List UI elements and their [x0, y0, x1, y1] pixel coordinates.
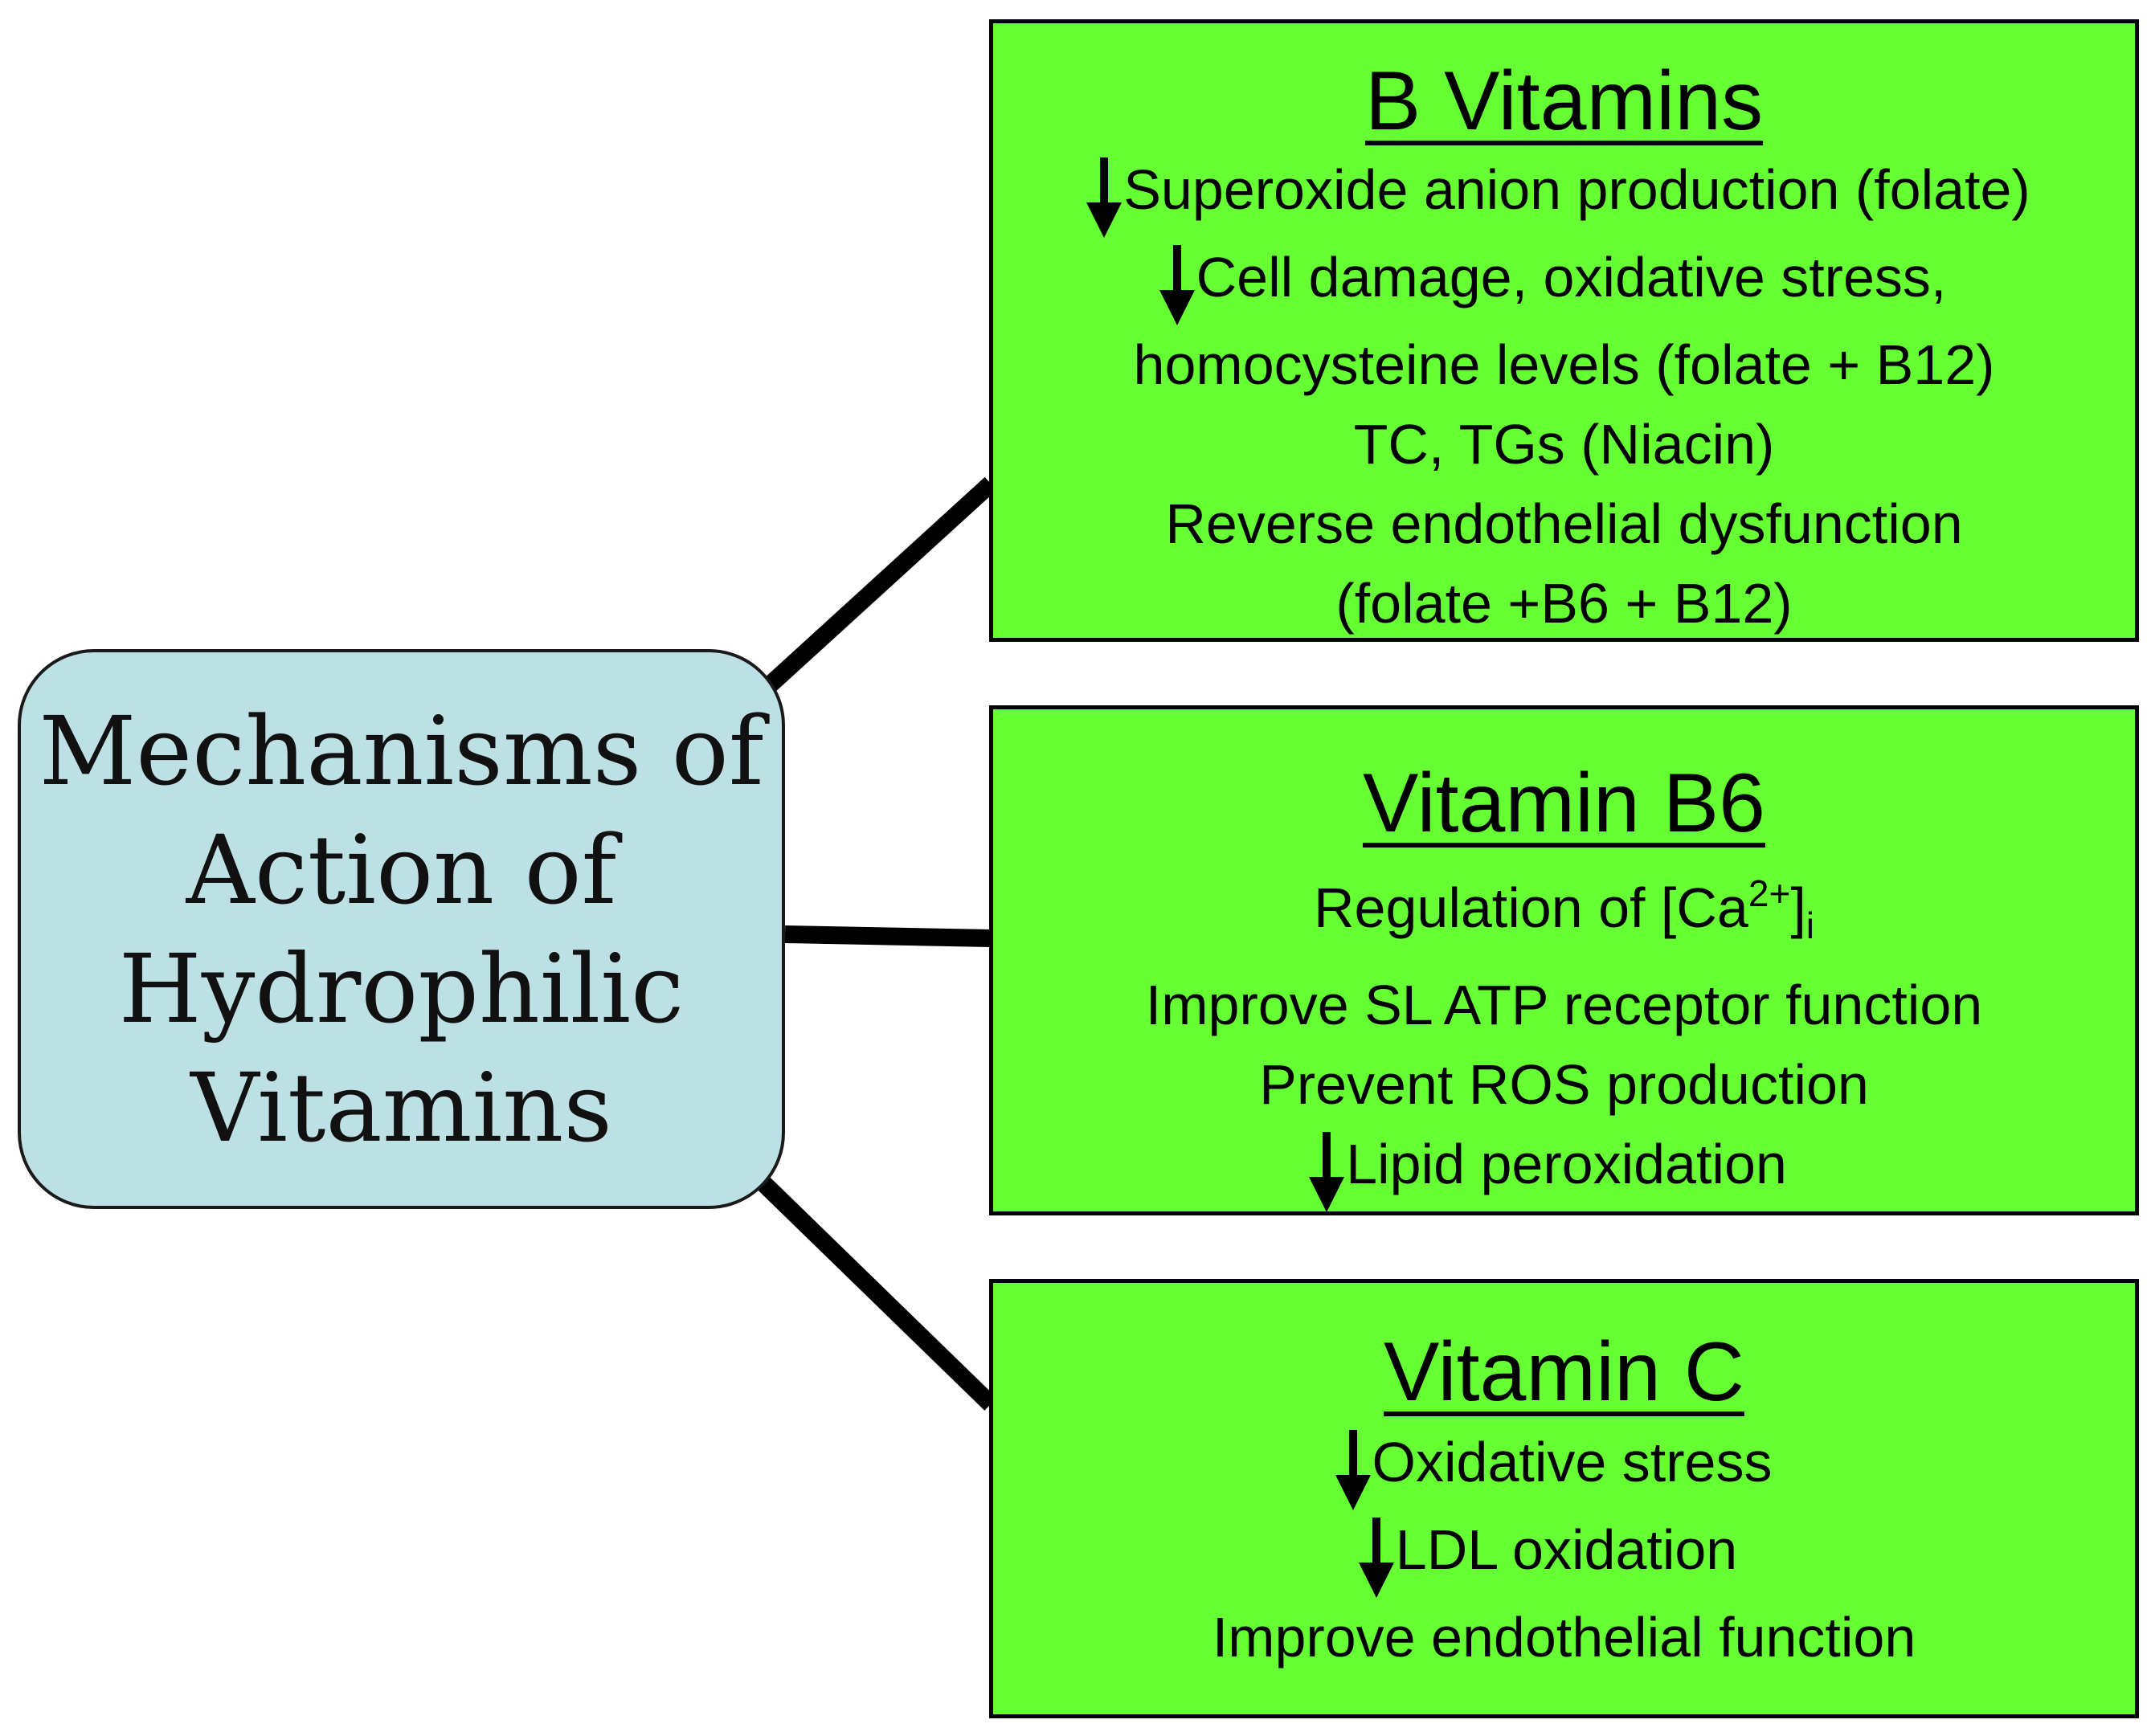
- down-arrow-icon: [1335, 1430, 1371, 1510]
- vitamin-c-item: Oxidative stress: [972, 1423, 2135, 1510]
- connector-to-vitamin-c: [749, 1169, 997, 1411]
- down-arrow-icon: [1358, 1517, 1394, 1598]
- b-vitamins-item-text: Cell damage, oxidative stress,: [1196, 246, 1947, 308]
- down-arrow-icon: [1309, 1132, 1345, 1212]
- b-vitamins-item: Superoxide anion production (folate): [982, 150, 2135, 238]
- hub-title-line: Mechanisms of: [39, 695, 764, 807]
- b-vitamins-item: Reverse endothelial dysfunction: [1165, 492, 1963, 555]
- b-vitamins-item: Cell damage, oxidative stress,: [971, 238, 2135, 325]
- hub-title-line: Vitamins: [190, 1052, 612, 1163]
- b-vitamins-title: B Vitamins: [1364, 55, 1764, 148]
- hub-title: Mechanisms of Action of Hydrophilic Vita…: [39, 692, 763, 1167]
- down-arrow-icon: [1159, 245, 1195, 325]
- vitamin-b6-item: Regulation of [Ca2+]i: [993, 854, 2135, 966]
- vitamin-b6-item: Improve SL ATP receptor function: [1145, 974, 1983, 1036]
- b-vitamins-box: B Vitamins Superoxide anion production (…: [989, 19, 2139, 642]
- calcium-regulation-text: Regulation of [Ca: [1313, 876, 1748, 939]
- vitamin-b6-item: Prevent ROS production: [1259, 1053, 1869, 1116]
- b-vitamins-item-text: Superoxide anion production (folate): [1123, 158, 2030, 221]
- intracellular-subscript: i: [1805, 905, 1815, 946]
- b-vitamins-item: homocysteine levels (folate + B12): [1133, 333, 1995, 396]
- connector-to-b-vitamins: [757, 476, 997, 698]
- vitamin-c-title: Vitamin C: [1384, 1325, 1744, 1419]
- connector-to-vitamin-b6: [784, 925, 992, 947]
- vitamin-c-box: Vitamin C Oxidative stress LDL oxidation…: [989, 1279, 2139, 1718]
- vitamin-b6-item-text: Lipid peroxidation: [1346, 1133, 1787, 1195]
- hub-title-line: Action of: [186, 814, 617, 925]
- vitamin-b6-title: Vitamin B6: [1362, 757, 1765, 850]
- vitamin-c-item-text: Oxidative stress: [1372, 1431, 1773, 1493]
- vitamin-c-item: LDL oxidation: [961, 1510, 2135, 1598]
- hub-title-line: Hydrophilic: [118, 933, 685, 1044]
- vitamin-c-item: Improve endothelial function: [1212, 1606, 1916, 1669]
- vitamin-b6-box: Vitamin B6 Regulation of [Ca2+]i Improve…: [989, 705, 2139, 1215]
- b-vitamins-item: (folate +B6 + B12): [1335, 572, 1793, 635]
- down-arrow-icon: [1086, 157, 1123, 238]
- vitamin-b6-item: Lipid peroxidation: [961, 1125, 2135, 1212]
- hub-node: Mechanisms of Action of Hydrophilic Vita…: [18, 649, 785, 1209]
- b-vitamins-item: TC, TGs (Niacin): [1353, 413, 1775, 476]
- calcium-charge-superscript: 2+: [1748, 872, 1791, 914]
- calcium-bracket-close: ]: [1790, 876, 1806, 939]
- vitamin-c-item-text: LDL oxidation: [1395, 1518, 1738, 1581]
